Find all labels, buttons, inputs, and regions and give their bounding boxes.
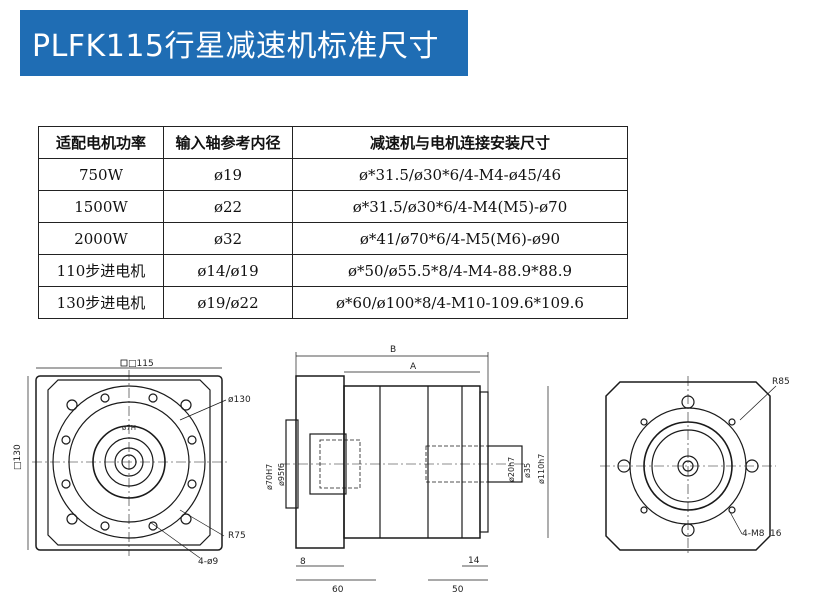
cell-shaft: ø32	[163, 222, 293, 255]
side-label-50: 50	[452, 585, 464, 595]
front-bolt-hole	[180, 513, 192, 525]
side-label-dia35: ø35	[523, 463, 532, 478]
front-view	[27, 359, 228, 559]
front-square-symbol	[120, 359, 128, 367]
side-label-dia-mid: ø20h7	[507, 457, 516, 482]
rear-small-hole	[640, 418, 648, 426]
table-row: 1500W ø22 ø*31.5/ø30*6/4-M4(M5)-ø70	[38, 190, 628, 223]
header-mounting-size: 减速机与电机连接安装尺寸	[292, 126, 628, 159]
cell-mount: ø*31.5/ø30*6/4-M4(M5)-ø70	[292, 190, 628, 223]
spec-table: 适配电机功率 输入轴参考内径 减速机与电机连接安装尺寸 750W ø19 ø*3…	[38, 126, 628, 319]
rear-radius-label: R85	[772, 377, 790, 387]
rear-small-hole	[640, 506, 648, 514]
cell-shaft: ø19/ø22	[163, 286, 293, 319]
rear-thread-label: 4-M8	[742, 529, 765, 539]
front-labels: □115 □130 ø130 R75 4-ø9 ø7H	[13, 359, 251, 567]
front-flange-outline	[47, 379, 211, 546]
front-small-hole	[187, 435, 197, 445]
cell-mount: ø*60/ø100*8/4-M10-109.6*109.6	[292, 286, 628, 319]
cell-shaft: ø14/ø19	[163, 254, 293, 287]
cell-mount: ø*31.5/ø30*6/4-M4-ø45/46	[292, 158, 628, 191]
rear-outer-square	[605, 381, 771, 551]
front-square-label: □115	[128, 359, 154, 369]
rear-view	[600, 376, 777, 556]
side-view	[280, 352, 549, 581]
side-label-14: 14	[468, 556, 480, 566]
cell-power: 2000W	[38, 222, 164, 255]
rear-small-hole	[728, 418, 736, 426]
table-row: 750W ø19 ø*31.5/ø30*6/4-M4-ø45/46	[38, 158, 628, 191]
front-small-hole	[187, 479, 197, 489]
front-leader-holes	[149, 521, 201, 559]
rear-leader-thread	[729, 511, 743, 535]
rear-bolt-hole	[681, 395, 695, 409]
side-coupling	[309, 433, 347, 495]
front-dia-label: ø130	[228, 395, 251, 405]
front-leader-r	[179, 509, 225, 537]
table-row: 130步进电机 ø19/ø22 ø*60/ø100*8/4-M10-109.6*…	[38, 286, 628, 319]
side-output-flange	[479, 391, 489, 533]
side-label-a: A	[410, 362, 417, 372]
rear-small-hole	[728, 506, 736, 514]
table-header-row: 适配电机功率 输入轴参考内径 减速机与电机连接安装尺寸	[38, 126, 628, 159]
side-body	[343, 385, 481, 539]
cell-shaft: ø22	[163, 190, 293, 223]
front-bolt-hole	[66, 513, 78, 525]
header-motor-power: 适配电机功率	[38, 126, 164, 159]
cell-mount: ø*41/ø70*6/4-M5(M6)-ø90	[292, 222, 628, 255]
side-label-8: 8	[300, 557, 306, 567]
rear-bolt-hole	[745, 459, 759, 473]
rear-depth-label: 16	[770, 529, 782, 539]
front-small-hole	[148, 393, 158, 403]
front-radius-label: R75	[228, 531, 246, 541]
rear-leader-r	[739, 385, 777, 421]
front-small-hole	[100, 521, 110, 531]
rear-labels: R85 4-M8 16	[742, 377, 790, 539]
side-label-60: 60	[332, 585, 344, 595]
front-side-label: □130	[13, 444, 23, 470]
table-row: 2000W ø32 ø*41/ø70*6/4-M5(M6)-ø90	[38, 222, 628, 255]
rear-bolt-hole	[681, 523, 695, 537]
front-small-label: ø7H	[122, 424, 136, 432]
front-holes-label: 4-ø9	[198, 557, 218, 567]
rear-bolt-hole	[617, 459, 631, 473]
front-small-hole	[100, 393, 110, 403]
front-small-hole	[148, 521, 158, 531]
side-label-b: B	[390, 345, 396, 355]
cell-mount: ø*50/ø55.5*8/4-M4-88.9*88.9	[292, 254, 628, 287]
page-title: PLFK115行星减速机标准尺寸	[20, 10, 468, 76]
table-row: 110步进电机 ø14/ø19 ø*50/ø55.5*8/4-M4-88.9*8…	[38, 254, 628, 287]
front-bolt-hole	[180, 399, 192, 411]
front-small-hole	[61, 479, 71, 489]
side-labels: B A ø70H7 ø95f6 ø20h7 ø35 ø110h7 8 14 60…	[265, 345, 546, 595]
side-label-dia2: ø95f6	[277, 463, 286, 486]
cell-power: 1500W	[38, 190, 164, 223]
front-leader-dia	[179, 399, 227, 421]
side-label-dia1: ø70H7	[265, 464, 274, 490]
cell-power: 130步进电机	[38, 286, 164, 319]
cell-power: 110步进电机	[38, 254, 164, 287]
front-small-hole	[61, 435, 71, 445]
side-label-dia-right: ø110h7	[537, 454, 546, 484]
front-bolt-hole	[66, 399, 78, 411]
